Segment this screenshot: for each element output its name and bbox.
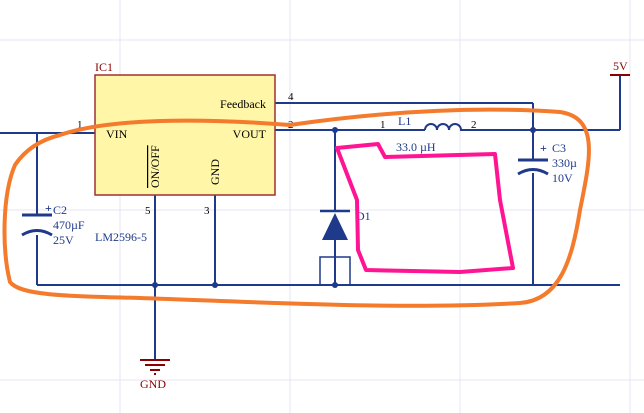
inductor-l1-symbol[interactable]	[424, 123, 462, 131]
c2-designator: C2	[53, 203, 67, 217]
l1-pin2-number: 2	[471, 119, 477, 131]
c3-designator: C3	[552, 141, 566, 155]
pin-label-vout: VOUT	[233, 127, 267, 141]
svg-text:+: +	[540, 141, 547, 155]
c2-voltage: 25V	[53, 233, 74, 247]
pin-number-vin: 1	[77, 119, 83, 131]
pink-loop-annotation	[335, 142, 515, 274]
pin-label-gnd: GND	[208, 159, 222, 185]
capacitor-c3-symbol[interactable]: +	[517, 141, 549, 176]
pin-label-vin: VIN	[106, 127, 128, 141]
capacitor-c2-symbol[interactable]: +	[21, 201, 53, 237]
ic-designator: IC1	[95, 60, 113, 74]
pin-number-gnd: 3	[204, 205, 210, 217]
c3-value: 330µ	[552, 156, 577, 170]
pin-number-feedback: 4	[288, 91, 294, 103]
svg-text:+: +	[45, 201, 52, 215]
l1-designator: L1	[398, 114, 411, 128]
pin-label-onoff: ON/OFF	[148, 145, 162, 188]
ground-icon[interactable]	[140, 359, 170, 375]
l1-value: 33.0 µH	[396, 140, 436, 154]
pin-number-onoff: 5	[145, 205, 151, 217]
ground-label: GND	[140, 377, 166, 391]
c2-value: 470µF	[53, 218, 85, 232]
c3-voltage: 10V	[552, 171, 573, 185]
diode-d1-symbol[interactable]	[319, 209, 351, 286]
l1-pin1-number: 1	[380, 119, 386, 131]
pin-label-feedback: Feedback	[220, 97, 266, 111]
ic-part-number: LM2596-5	[95, 230, 147, 244]
power-port-label: 5V	[613, 59, 628, 73]
ic-body[interactable]	[94, 74, 276, 196]
wires	[0, 75, 621, 360]
d1-designator: D1	[356, 209, 371, 223]
orange-loop-annotation	[2, 107, 591, 308]
